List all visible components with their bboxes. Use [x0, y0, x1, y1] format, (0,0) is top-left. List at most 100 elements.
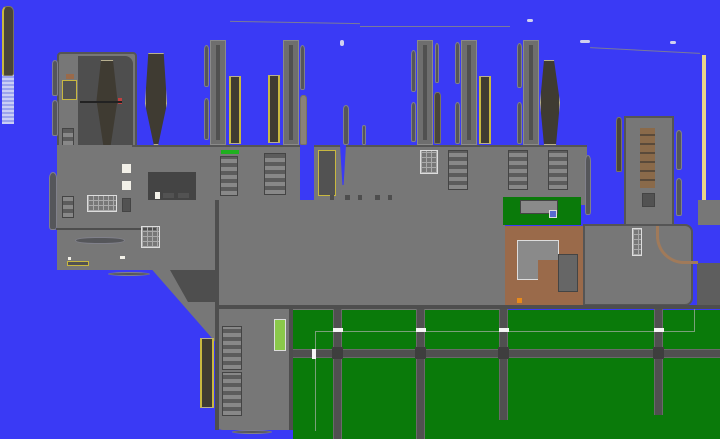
drydock-gate [80, 101, 122, 103]
pier [283, 40, 299, 145]
dirt-patch [66, 74, 74, 79]
ship-docked[interactable] [204, 98, 209, 140]
fence [580, 308, 695, 332]
ship-docked[interactable] [411, 102, 416, 142]
intersection [498, 347, 509, 359]
building[interactable] [642, 193, 655, 207]
hangar[interactable] [448, 150, 468, 190]
east-dark-lot [697, 263, 720, 308]
marker [68, 257, 71, 260]
carrier-north-west[interactable] [145, 53, 167, 145]
ship-wake [2, 72, 14, 124]
aircraft-park[interactable] [420, 150, 438, 174]
status-bar [221, 150, 239, 154]
aircraft[interactable] [580, 40, 590, 43]
road[interactable] [333, 305, 342, 439]
building[interactable] [62, 80, 77, 100]
container-yard[interactable] [141, 226, 160, 248]
access-road [215, 200, 219, 430]
marker [120, 256, 125, 259]
ship-docked[interactable] [455, 102, 460, 144]
ship-docked[interactable] [455, 42, 460, 84]
ship-docked[interactable] [52, 60, 58, 96]
hangar[interactable] [548, 150, 568, 190]
building[interactable] [62, 128, 74, 146]
ship-docked[interactable] [676, 130, 682, 170]
tennis-court[interactable] [549, 210, 557, 218]
hangar[interactable] [508, 150, 528, 190]
building[interactable] [162, 192, 175, 199]
ship-docked[interactable] [108, 272, 150, 276]
hangar[interactable] [222, 372, 242, 416]
hangar[interactable] [222, 326, 242, 370]
inner-basin [300, 145, 314, 200]
ship-docked[interactable] [232, 430, 272, 434]
building[interactable] [122, 198, 131, 212]
ship-docked[interactable] [434, 92, 441, 144]
hangar[interactable] [264, 153, 286, 195]
container-yard[interactable] [87, 195, 117, 212]
storage-tank [122, 181, 131, 190]
ship-trail [229, 20, 361, 26]
ship-trail [360, 26, 510, 28]
ship-docked[interactable] [49, 172, 57, 230]
intersection [332, 347, 343, 359]
carrier-south[interactable] [200, 338, 214, 408]
green-facility[interactable] [274, 319, 286, 351]
gate[interactable] [312, 349, 316, 359]
intersection [415, 347, 426, 359]
ship-docked[interactable] [204, 45, 209, 87]
intersection [653, 347, 664, 359]
road[interactable] [416, 305, 425, 439]
inner-basin [340, 145, 346, 185]
ship-docked[interactable] [52, 100, 58, 136]
carrier-east[interactable] [540, 60, 560, 145]
ship-docked[interactable] [676, 178, 682, 216]
gate[interactable] [499, 328, 509, 332]
gate[interactable] [333, 328, 343, 332]
gate[interactable] [654, 328, 664, 332]
aircraft-park[interactable] [632, 228, 642, 256]
carrier[interactable] [229, 76, 241, 144]
aircraft[interactable] [670, 41, 676, 44]
dock-slip[interactable] [640, 128, 655, 188]
carrier[interactable] [268, 75, 280, 143]
compound-building[interactable] [558, 254, 578, 292]
hq-building[interactable] [520, 200, 558, 214]
pier [210, 40, 226, 145]
storage-tank [155, 192, 160, 199]
beach-strip [702, 55, 706, 205]
ship-trail [590, 47, 700, 55]
rail-curve [656, 224, 698, 264]
main-base [215, 200, 505, 310]
carrier[interactable] [479, 76, 491, 144]
hospital-ship[interactable] [300, 95, 307, 145]
storage-tank [122, 164, 131, 173]
pier [461, 40, 477, 145]
ship-drydock-lower[interactable] [75, 237, 125, 244]
ship-docked[interactable] [435, 43, 439, 83]
access-road [215, 305, 720, 309]
aircraft[interactable] [340, 40, 344, 46]
building[interactable] [67, 261, 89, 266]
ship-docked[interactable] [616, 117, 622, 172]
dock-building[interactable] [318, 150, 336, 196]
ship-docked[interactable] [300, 45, 305, 90]
hangar[interactable] [62, 196, 74, 218]
ship-docked[interactable] [585, 155, 591, 215]
ship-docked[interactable] [411, 50, 416, 92]
pier [417, 40, 433, 145]
aircraft[interactable] [527, 19, 533, 22]
yard-road [56, 228, 156, 230]
ship-northwest-moving[interactable] [2, 6, 14, 76]
road[interactable] [499, 305, 508, 420]
road[interactable] [654, 305, 663, 415]
ship-docked[interactable] [517, 102, 522, 144]
ship-moving[interactable] [343, 105, 349, 145]
ship-docked[interactable] [362, 125, 366, 145]
building[interactable] [177, 192, 190, 199]
hangar[interactable] [220, 156, 238, 196]
gate[interactable] [416, 328, 426, 332]
orange-marker [517, 298, 522, 303]
ship-docked[interactable] [517, 43, 522, 88]
